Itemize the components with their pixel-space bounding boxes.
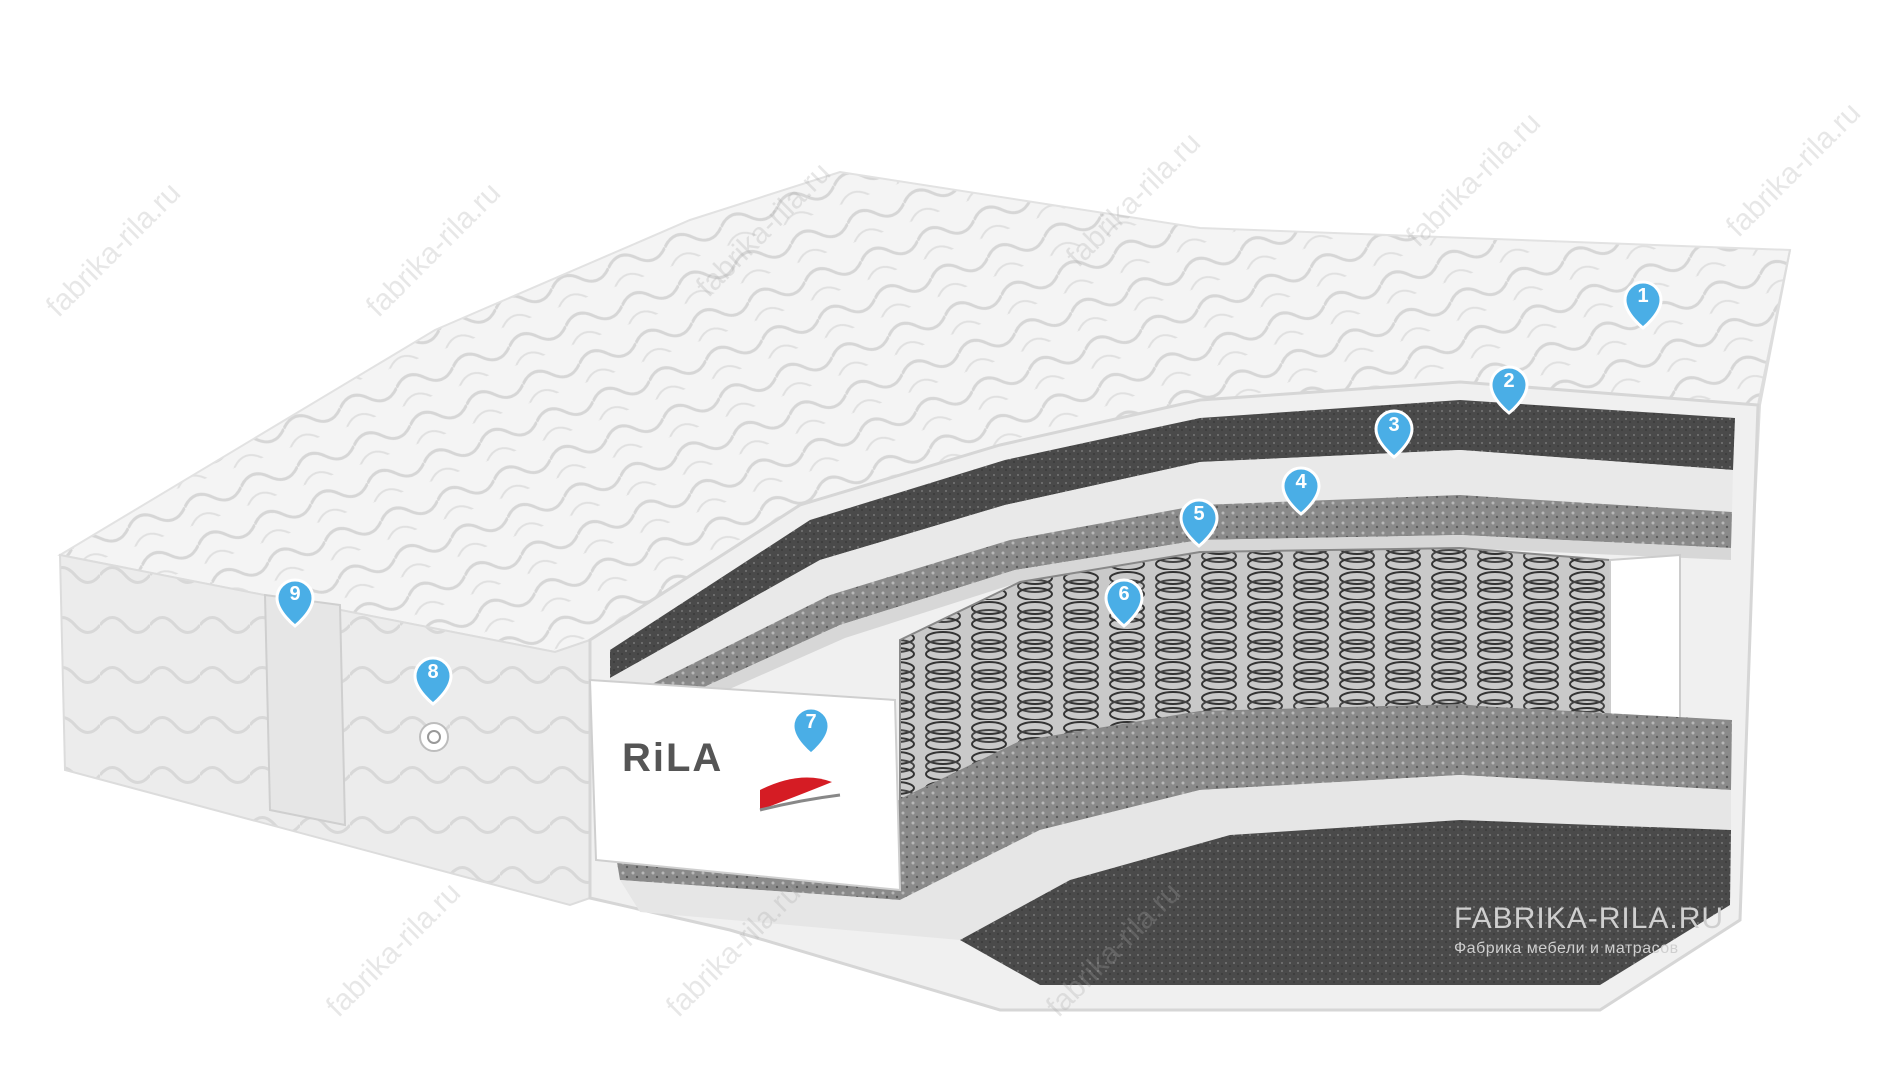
marker-3[interactable]: 3 bbox=[1376, 411, 1412, 459]
marker-number: 8 bbox=[427, 661, 439, 683]
marker-6[interactable]: 6 bbox=[1106, 580, 1142, 628]
marker-pins bbox=[275, 280, 1663, 756]
foam-perimeter-right bbox=[1609, 553, 1681, 721]
marker-9-pin bbox=[275, 578, 315, 628]
marker-3-pin bbox=[1374, 409, 1414, 459]
marker-6-pin bbox=[1104, 578, 1144, 628]
layer-felt-bottom bbox=[960, 820, 1731, 985]
marker-number: 7 bbox=[805, 711, 817, 733]
marker-5-pin bbox=[1179, 498, 1219, 548]
layer-felt-top bbox=[610, 400, 1735, 678]
layer-foam-top bbox=[610, 450, 1733, 705]
marker-9[interactable]: 9 bbox=[277, 580, 313, 628]
marker-number: 6 bbox=[1118, 583, 1130, 605]
marker-4-pin bbox=[1281, 466, 1321, 516]
brand-block: FABRIKA-RILA.RU Фабрика мебели и матрасо… bbox=[1454, 902, 1724, 958]
marker-8[interactable]: 8 bbox=[415, 658, 451, 706]
marker-7-pin bbox=[791, 706, 831, 756]
brand-site: FABRIKA-RILA.RU bbox=[1454, 902, 1725, 935]
layer-thin-top bbox=[610, 535, 1731, 742]
marker-number: 9 bbox=[289, 583, 301, 605]
marker-4[interactable]: 4 bbox=[1283, 468, 1319, 516]
marker-number: 2 bbox=[1503, 370, 1515, 392]
marker-8-pin bbox=[413, 656, 453, 706]
marker-number: 3 bbox=[1388, 414, 1400, 436]
logo-swoosh bbox=[760, 777, 832, 810]
marker-7[interactable]: 7 bbox=[793, 708, 829, 756]
brand-tagline: Фабрика мебели и матрасов bbox=[1454, 940, 1679, 957]
air-vent bbox=[419, 722, 449, 752]
marker-2[interactable]: 2 bbox=[1491, 367, 1527, 415]
layer-coir-top bbox=[610, 495, 1732, 730]
marker-number: 1 bbox=[1637, 285, 1649, 307]
marker-number: 4 bbox=[1295, 471, 1307, 493]
layer-foam-bottom bbox=[620, 775, 1731, 940]
marker-number: 5 bbox=[1193, 503, 1205, 525]
marker-1[interactable]: 1 bbox=[1625, 282, 1661, 330]
marker-1-pin bbox=[1623, 280, 1663, 330]
logo-text: RiLA bbox=[622, 736, 724, 780]
side-handle bbox=[263, 593, 347, 827]
rila-logo: RiLA bbox=[622, 722, 832, 802]
marker-5[interactable]: 5 bbox=[1181, 500, 1217, 548]
marker-2-pin bbox=[1489, 365, 1529, 415]
